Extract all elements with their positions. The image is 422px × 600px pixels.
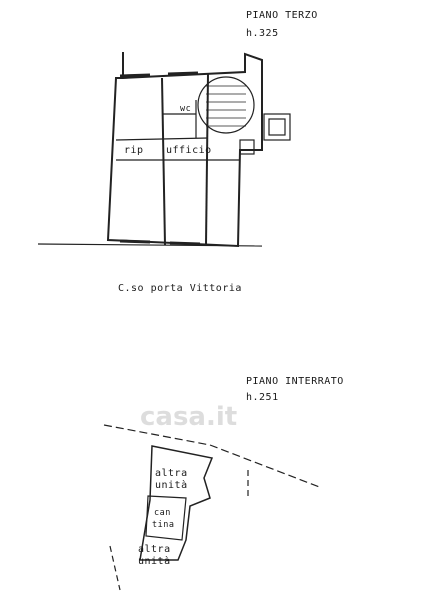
- basement-height: h.251: [246, 392, 279, 403]
- shaft: [239, 139, 255, 155]
- third-floor-height: h.325: [246, 28, 279, 39]
- basement-title: PIANO INTERRATO: [246, 376, 344, 387]
- room-label-cantina-1: can: [154, 508, 171, 518]
- partition-1: [161, 77, 166, 246]
- room-label-altra-bottom-2: unità: [138, 556, 171, 567]
- room-label-ufficio: ufficio: [166, 145, 212, 156]
- third-floor-title: PIANO TERZO: [246, 10, 318, 21]
- lift-outer: [263, 113, 291, 141]
- partition-3: [115, 137, 209, 141]
- room-label-cantina-2: tina: [152, 520, 175, 530]
- boundary-line-1: [103, 424, 211, 446]
- cantina-outline: [145, 495, 187, 541]
- street-name: C.so porta Vittoria: [118, 283, 242, 294]
- window-1: [119, 73, 151, 78]
- window-3: [119, 239, 151, 244]
- room-label-altra-top-2: unità: [155, 480, 188, 491]
- basement-outline: [139, 445, 214, 561]
- room-label-rip: rip: [124, 145, 144, 156]
- watermark: casa.it: [140, 402, 238, 432]
- window-4: [169, 241, 201, 246]
- room-label-wc: wc: [180, 104, 192, 114]
- room-label-altra-top-1: altra: [155, 468, 188, 479]
- staircase-steps: [206, 85, 246, 127]
- window-2: [167, 71, 199, 76]
- staircase-curve: [197, 76, 255, 134]
- room-label-altra-bottom-1: altra: [138, 544, 171, 555]
- boundary-line-2: [209, 444, 323, 489]
- boundary-line-4: [109, 545, 121, 591]
- lift-inner: [268, 118, 286, 136]
